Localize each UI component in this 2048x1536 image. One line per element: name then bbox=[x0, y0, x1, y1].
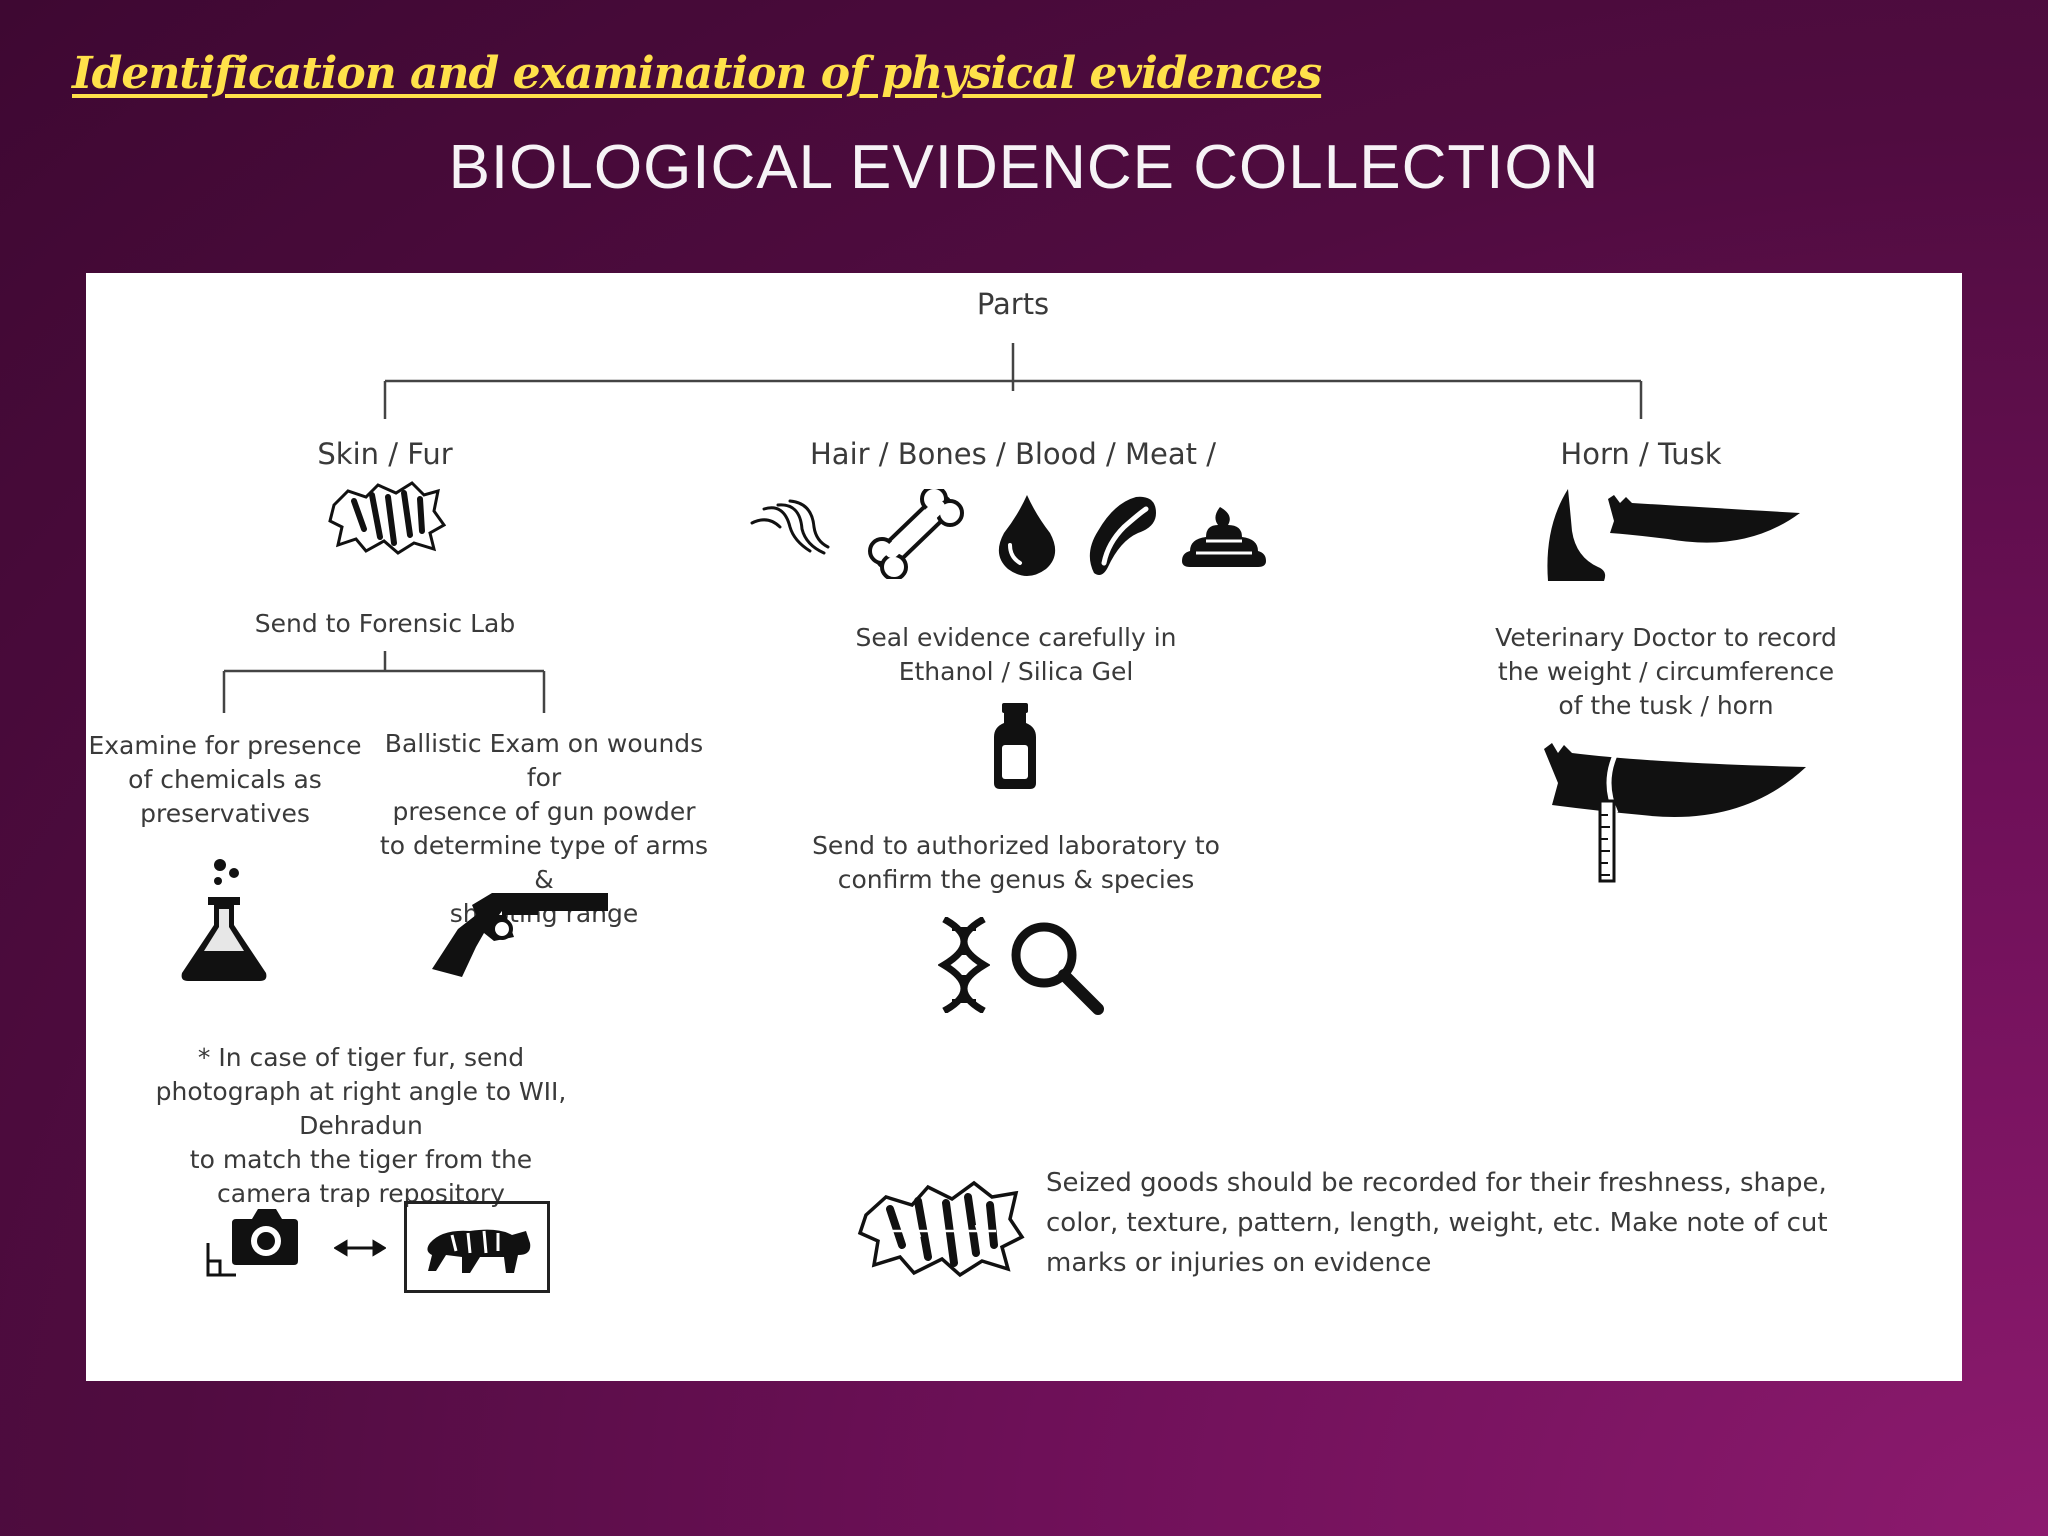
slide-title: BIOLOGICAL EVIDENCE COLLECTION bbox=[448, 133, 1600, 202]
tiger-fur-note: * In case of tiger fur, send photograph … bbox=[155, 1043, 567, 1208]
horn-icon bbox=[1547, 489, 1606, 581]
meat-icon bbox=[1089, 496, 1156, 575]
diagram-panel: Parts Skin / Fur Send to Forensic Lab Ex… bbox=[86, 273, 1962, 1381]
revolver-icon bbox=[432, 893, 608, 977]
blood-drop-icon bbox=[998, 495, 1056, 576]
branch-label-hair-bones-blood-meat: Hair / Bones / Blood / Meat / bbox=[810, 437, 1216, 471]
step-seal-evidence: Seal evidence carefully in Ethanol / Sil… bbox=[855, 623, 1177, 686]
tiger-photo-frame bbox=[404, 1201, 550, 1293]
branch-label-skin-fur: Skin / Fur bbox=[317, 437, 453, 471]
step-send-forensic-lab: Send to Forensic Lab bbox=[254, 609, 516, 638]
step-examine-chemicals: Examine for presence of chemicals as pre… bbox=[88, 731, 362, 828]
magnifier-icon bbox=[1011, 922, 1104, 1015]
seized-goods-note: Seized goods should be recorded for thei… bbox=[1046, 1168, 1828, 1278]
tusk-measure-icon bbox=[1544, 743, 1806, 883]
bone-icon bbox=[868, 489, 964, 579]
step-ballistic-exam: Ballistic Exam on wounds for presence of… bbox=[379, 729, 709, 928]
right-angle-icon bbox=[206, 1243, 236, 1277]
step-veterinary-record: Veterinary Doctor to record the weight /… bbox=[1495, 623, 1837, 720]
tiger-icon bbox=[427, 1229, 531, 1273]
scat-icon bbox=[1182, 507, 1266, 567]
specimen-bottle-icon bbox=[994, 703, 1036, 789]
root-node-parts: Parts bbox=[976, 287, 1050, 321]
hair-strands-icon bbox=[750, 499, 830, 555]
branch-label-horn-tusk: Horn / Tusk bbox=[1560, 437, 1722, 471]
tree-connectors bbox=[222, 343, 1643, 713]
camera-icon bbox=[232, 1209, 298, 1265]
tusk-icon bbox=[1608, 495, 1800, 543]
dna-icon bbox=[938, 917, 990, 1013]
slide-heading: Identification and examination of physic… bbox=[72, 48, 1322, 99]
lab-flask-icon bbox=[181, 859, 267, 981]
fur-pelt-icon bbox=[328, 481, 446, 555]
seized-pelt-icon bbox=[857, 1180, 1025, 1278]
step-send-authorized-lab: Send to authorized laboratory to confirm… bbox=[812, 831, 1220, 894]
double-arrow-icon bbox=[334, 1239, 386, 1257]
